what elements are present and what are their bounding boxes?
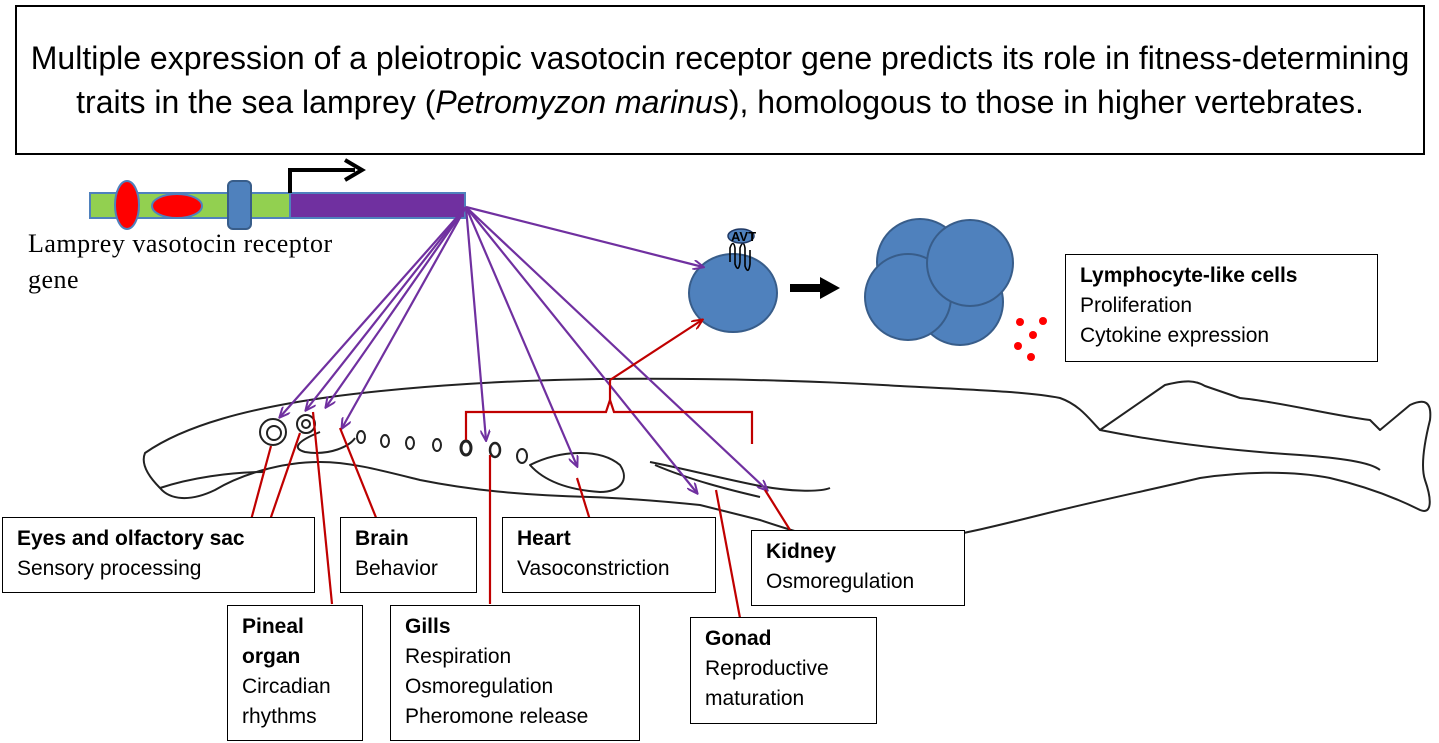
lymphoid-bracket — [464, 320, 754, 444]
lamprey-outline — [142, 377, 1432, 546]
arrow-to-heart — [464, 206, 577, 466]
pineal-name-line1: Pineal — [242, 615, 304, 638]
arrow-to-gills — [464, 206, 486, 440]
gene-schematic — [89, 158, 466, 230]
lymphocyte-cell: AVT — [688, 228, 778, 333]
gene-caption: Lamprey vasotocin receptor gene — [28, 226, 448, 298]
expression-arrows — [280, 205, 767, 493]
pineal-function-1: Circadian — [242, 675, 331, 698]
gills-name: Gills — [405, 615, 451, 638]
eyes-function: Sensory processing — [17, 557, 202, 580]
gills-label-box: Gills Respiration Osmoregulation Pheromo… — [390, 605, 640, 741]
gene-caption-line2: gene — [28, 265, 80, 294]
gonad-name: Gonad — [705, 627, 772, 650]
kidney-function: Osmoregulation — [766, 570, 915, 593]
gene-red-element-1 — [114, 180, 140, 230]
heart-name: Heart — [517, 527, 571, 550]
gills-function-1: Respiration — [405, 645, 512, 668]
transcription-start-arrow-icon — [288, 168, 355, 193]
gene-caption-line1: Lamprey vasotocin receptor — [28, 229, 333, 258]
cytokine-dots — [1014, 317, 1047, 361]
gill-pores — [356, 430, 528, 464]
title-species-name: Petromyzon marinus — [435, 84, 729, 120]
title-text-start: Multiple expression of a pleiotropic vas… — [30, 40, 1410, 120]
eyes-name: Eyes and olfactory sac — [17, 527, 245, 550]
avt-label: AVT — [731, 229, 756, 244]
gene-red-element-2 — [151, 193, 203, 219]
lymphocyte-function-1: Proliferation — [1080, 294, 1193, 317]
gills-function-3: Pheromone release — [405, 705, 589, 728]
arrow-to-gonad — [465, 206, 697, 493]
arrow-to-eye — [280, 206, 467, 417]
gene-blue-element — [227, 180, 252, 230]
heart-function: Vasoconstriction — [517, 557, 670, 580]
kidney-label-box: Kidney Osmoregulation — [751, 530, 965, 606]
brain-function: Behavior — [355, 557, 438, 580]
arrow-to-kidney — [465, 206, 767, 490]
page-title: Multiple expression of a pleiotropic vas… — [17, 36, 1423, 124]
arrow-to-olfactory — [326, 206, 467, 407]
gonad-label-box: Gonad Reproductive maturation — [690, 617, 877, 724]
lymphocyte-name: Lymphocyte-like cells — [1080, 264, 1298, 287]
pineal-label-box: Pineal organ Circadian rhythms — [227, 605, 363, 741]
arrow-to-lymphocyte — [465, 205, 703, 267]
title-box: Multiple expression of a pleiotropic vas… — [15, 5, 1425, 155]
gills-function-2: Osmoregulation — [405, 675, 554, 698]
proliferated-cell-cluster — [864, 218, 1014, 346]
arrow-to-brain — [342, 206, 467, 428]
arrow-to-pineal — [306, 206, 467, 410]
pineal-name-line2: organ — [242, 645, 301, 668]
gonad-function-1: Reproductive — [705, 657, 829, 680]
gene-purple-coding-region — [289, 192, 466, 219]
kidney-name: Kidney — [766, 540, 837, 563]
leader-lines — [249, 411, 791, 619]
pineal-function-2: rhythms — [242, 705, 317, 728]
proliferation-arrow-icon — [790, 277, 840, 299]
eyes-label-box: Eyes and olfactory sac Sensory processin… — [2, 517, 315, 593]
receptor-icon — [729, 242, 751, 272]
brain-label-box: Brain Behavior — [340, 517, 477, 593]
avt-ligand-icon — [727, 228, 755, 244]
lymphocyte-function-2: Cytokine expression — [1080, 324, 1270, 347]
title-text-end: ), homologous to those in higher vertebr… — [728, 84, 1364, 120]
heart-label-box: Heart Vasoconstriction — [502, 517, 716, 593]
gonad-function-2: maturation — [705, 687, 805, 710]
lymphocyte-label-box: Lymphocyte-like cells Proliferation Cyto… — [1065, 254, 1378, 362]
brain-name: Brain — [355, 527, 409, 550]
eye-shape — [259, 414, 316, 446]
